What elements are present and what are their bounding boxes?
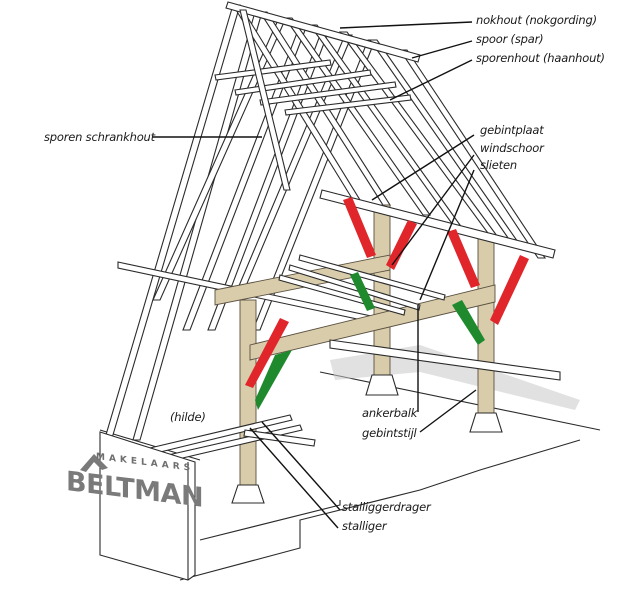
label-spoor: spoor (spar)	[476, 32, 544, 46]
label-gebintplaat: gebintplaat	[480, 123, 544, 137]
diagonal-brace-rafter	[239, 9, 291, 191]
stalliger-beams	[149, 414, 316, 465]
label-slieten: slieten	[480, 158, 517, 172]
gravel-strip	[330, 345, 580, 410]
label-hilde: (hilde)	[170, 410, 206, 424]
collar-ties	[214, 59, 412, 116]
wall-plate	[319, 189, 556, 259]
red-braces	[245, 197, 529, 388]
label-windschoor: windschoor	[480, 141, 544, 155]
label-stalliggerdrager: stalliggerdrager	[342, 500, 431, 514]
label-ankerbalk: ankerbalk	[362, 406, 418, 420]
green-braces	[255, 272, 485, 410]
label-stalliger: stalliger	[342, 519, 387, 533]
ridge-beam	[225, 1, 421, 63]
label-gebintstijl: gebintstijl	[362, 426, 417, 440]
label-sporen-schrankhout: sporen schrankhout	[44, 130, 155, 144]
side-rail-right	[329, 339, 561, 381]
post-footings	[231, 374, 503, 504]
label-sporenhout: sporenhout (haanhout)	[476, 51, 605, 65]
logo-beltman-text: BELTMAN	[66, 466, 204, 514]
beltman-logo: MAKELAARS BELTMAN	[66, 452, 203, 532]
rafters-left	[102, 4, 376, 446]
house-roof-icon	[80, 454, 108, 472]
front-wall	[99, 431, 196, 581]
label-nokhout: nokhout (nokgording)	[476, 13, 597, 27]
leader-lines	[152, 21, 477, 529]
